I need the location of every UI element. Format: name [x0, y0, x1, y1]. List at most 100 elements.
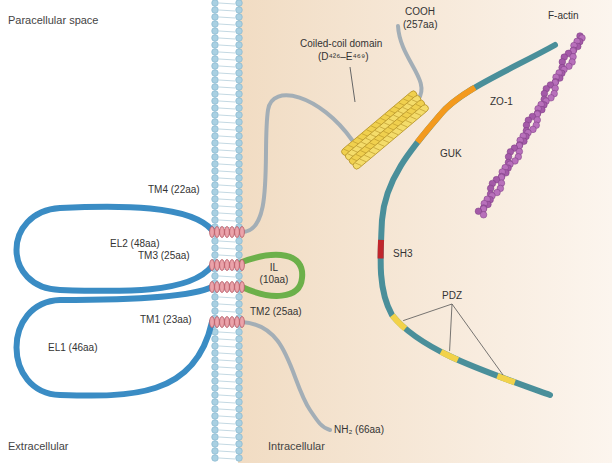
- lipid-head: [236, 392, 243, 399]
- helix-turn: [230, 227, 235, 238]
- lipid-tail: [219, 451, 235, 452]
- lipid-head: [236, 112, 243, 119]
- lipid-head: [212, 406, 219, 413]
- lipid-head: [236, 126, 243, 133]
- lipid-head: [236, 336, 243, 343]
- lipid-head: [236, 441, 243, 448]
- coil-helix: [344, 94, 422, 161]
- lipid-tail: [219, 143, 235, 144]
- pdz-domain: [497, 376, 515, 382]
- lipid-head: [236, 154, 243, 161]
- lipid-tail: [219, 444, 235, 445]
- helix-turn: [220, 282, 225, 293]
- lipid-tail: [219, 129, 235, 130]
- lipid-tail: [219, 339, 235, 340]
- label: Intracellular: [268, 440, 325, 452]
- lipid-head: [236, 119, 243, 126]
- lipid-head: [212, 434, 219, 441]
- helix-turn: [215, 227, 220, 238]
- lipid-head: [212, 371, 219, 378]
- lipid-head: [236, 98, 243, 105]
- actin-bead: [480, 211, 487, 218]
- lipid-head: [236, 133, 243, 140]
- label: TM3 (25aa): [138, 250, 190, 262]
- lipid-tail: [219, 87, 235, 88]
- lipid-tail: [219, 52, 235, 53]
- lipid-tail: [219, 458, 235, 459]
- lipid-head: [212, 112, 219, 119]
- lipid-tail: [219, 73, 235, 74]
- lipid-head: [236, 294, 243, 301]
- coil-stripe: [387, 134, 393, 141]
- sh3-domain: [378, 240, 384, 259]
- leader-line: [450, 304, 452, 351]
- coil-stripe: [364, 153, 370, 160]
- lipid-head: [212, 196, 219, 203]
- lipid-tail: [219, 206, 235, 207]
- lipid-tail: [219, 122, 235, 123]
- helix-turn: [215, 260, 220, 271]
- tm-helices: [210, 227, 245, 328]
- lipid-head: [212, 0, 219, 6]
- lipid-head: [212, 189, 219, 196]
- lipid-head: [236, 105, 243, 112]
- lipid-head: [212, 336, 219, 343]
- lipid-head: [212, 133, 219, 140]
- el2-loop: [17, 207, 213, 291]
- lipid-head: [212, 427, 219, 434]
- label: SH3: [393, 248, 412, 260]
- lipid-tail: [219, 367, 235, 368]
- lipid-tail: [219, 150, 235, 151]
- lipid-head: [236, 385, 243, 392]
- lipid-head: [236, 161, 243, 168]
- lipid-tail: [219, 297, 235, 298]
- lipid-tail: [219, 108, 235, 109]
- pdz-domain: [392, 315, 405, 328]
- lipid-tail: [219, 388, 235, 389]
- lipid-tail: [219, 3, 235, 4]
- lipid-head: [212, 140, 219, 147]
- coil-stripe: [378, 142, 384, 149]
- label: Extracellular: [8, 440, 69, 452]
- lipid-tail: [219, 66, 235, 67]
- lipid-head: [212, 63, 219, 70]
- lipid-tail: [219, 10, 235, 11]
- lipid-head: [236, 413, 243, 420]
- lipid-head: [212, 448, 219, 455]
- lipid-head: [236, 84, 243, 91]
- n-terminus: [242, 322, 330, 430]
- leader-line: [452, 304, 503, 375]
- lipid-tail: [219, 360, 235, 361]
- helix-turn: [220, 260, 225, 271]
- lipid-head: [236, 252, 243, 259]
- lipid-tail: [219, 241, 235, 242]
- helix-turn: [225, 317, 230, 328]
- lipid-head: [212, 14, 219, 21]
- lipid-head: [212, 91, 219, 98]
- lipid-head: [236, 427, 243, 434]
- lipid-head: [212, 7, 219, 14]
- helix-turn: [225, 282, 230, 293]
- lipid-head: [236, 70, 243, 77]
- lipid-tail: [219, 171, 235, 172]
- lipid-tail: [219, 437, 235, 438]
- lipid-head: [236, 238, 243, 245]
- label: IL (10aa): [256, 262, 292, 286]
- lipid-tail: [219, 395, 235, 396]
- lipid-head: [236, 350, 243, 357]
- lipid-tail: [219, 38, 235, 39]
- label: Coiled-coil domain: [300, 38, 382, 50]
- lipid-head: [236, 378, 243, 385]
- lipid-tail: [219, 199, 235, 200]
- coil-stripe: [369, 149, 375, 156]
- label: TM2 (25aa): [250, 306, 302, 318]
- helix-turn: [230, 282, 235, 293]
- lipid-tail: [219, 430, 235, 431]
- helix-turn: [235, 260, 240, 271]
- label: GUK: [440, 148, 462, 160]
- lipid-head: [212, 413, 219, 420]
- lipid-head: [236, 91, 243, 98]
- helix-turn: [240, 227, 245, 238]
- lipid-tail: [219, 248, 235, 249]
- lipid-head: [236, 35, 243, 42]
